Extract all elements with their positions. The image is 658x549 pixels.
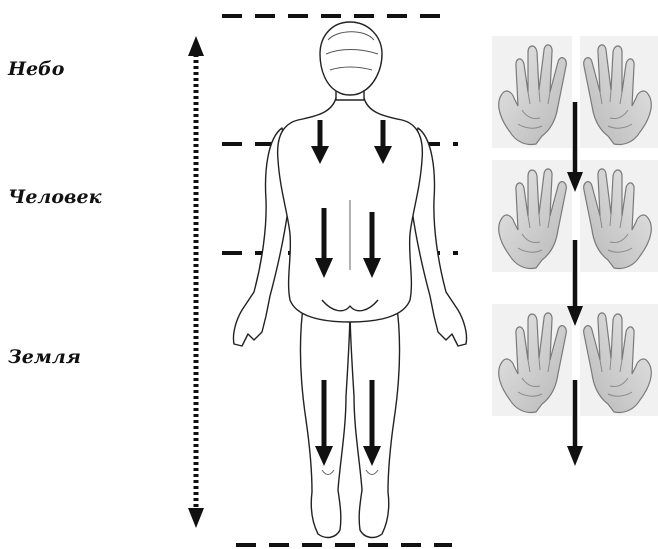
hand-icon	[492, 36, 572, 148]
human-figure	[233, 22, 466, 537]
hand-icon	[580, 160, 658, 272]
hand-icon	[492, 304, 572, 416]
hands-column	[492, 36, 658, 416]
head	[320, 22, 382, 95]
hand-icon	[580, 304, 658, 416]
right-leg	[350, 300, 400, 537]
hand-icon	[492, 160, 572, 272]
arrow-down-icon	[188, 508, 204, 528]
arrow-up-icon	[188, 36, 204, 56]
hand-icon	[580, 36, 658, 148]
vertical-axis-arrow	[188, 36, 204, 528]
